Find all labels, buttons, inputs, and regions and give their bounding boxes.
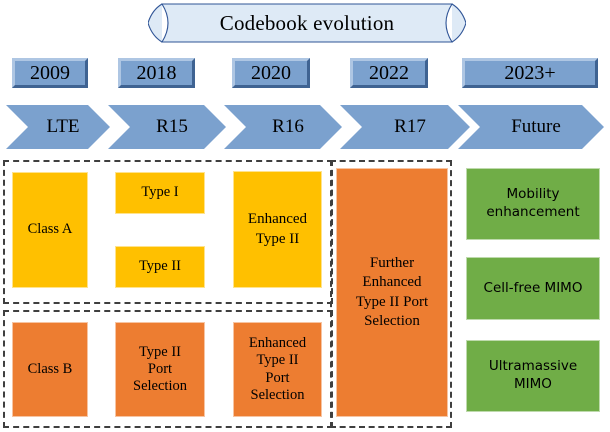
page-title: Codebook evolution <box>219 10 395 35</box>
year-plaque-2023-plus: 2023+ <box>462 58 598 88</box>
class-b-group-outline <box>3 310 333 428</box>
box-class-b: Class B <box>12 322 88 417</box>
box-type-ii: Type II <box>115 246 205 288</box>
release-chevron-lte: LTE <box>6 105 110 149</box>
year-plaque-2020: 2020 <box>232 58 310 88</box>
box-class-a: Class A <box>12 172 88 288</box>
release-chevron-r16: R16 <box>224 105 342 149</box>
year-plaque-2009: 2009 <box>12 58 88 88</box>
box-cell-free-mimo: Cell-free MIMO <box>466 257 600 320</box>
year-plaque-2022: 2022 <box>350 58 428 88</box>
title-ribbon-shape <box>148 3 466 43</box>
release-chevron-r15: R15 <box>108 105 226 149</box>
release-chevron-r17: R17 <box>340 105 470 149</box>
r17-group-outline <box>330 160 452 428</box>
class-a-group-outline <box>3 160 333 304</box>
release-chevron-future: Future <box>458 105 604 149</box>
year-plaque-2018: 2018 <box>118 58 195 88</box>
title-banner: Codebook evolution <box>148 2 466 44</box>
box-type-i: Type I <box>115 172 205 214</box>
